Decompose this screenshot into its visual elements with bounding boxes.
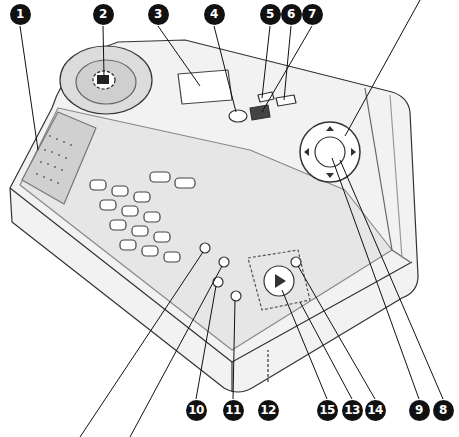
callout-number: 6 bbox=[281, 4, 302, 25]
callout-number: 13 bbox=[342, 400, 363, 421]
callout-number: 12 bbox=[258, 400, 279, 421]
callout-number: 4 bbox=[204, 4, 225, 25]
callout-number: 1 bbox=[10, 4, 31, 25]
callout-number: 2 bbox=[93, 4, 114, 25]
callout-number: 5 bbox=[260, 4, 281, 25]
callout-number: 3 bbox=[148, 4, 169, 25]
callout-number: 8 bbox=[433, 400, 454, 421]
callout-number: 11 bbox=[223, 400, 244, 421]
callout-number: 7 bbox=[302, 4, 323, 25]
callout-number: 15 bbox=[317, 400, 338, 421]
callout-number: 10 bbox=[186, 400, 207, 421]
callout-number: 9 bbox=[409, 400, 430, 421]
callout-number: 14 bbox=[365, 400, 386, 421]
